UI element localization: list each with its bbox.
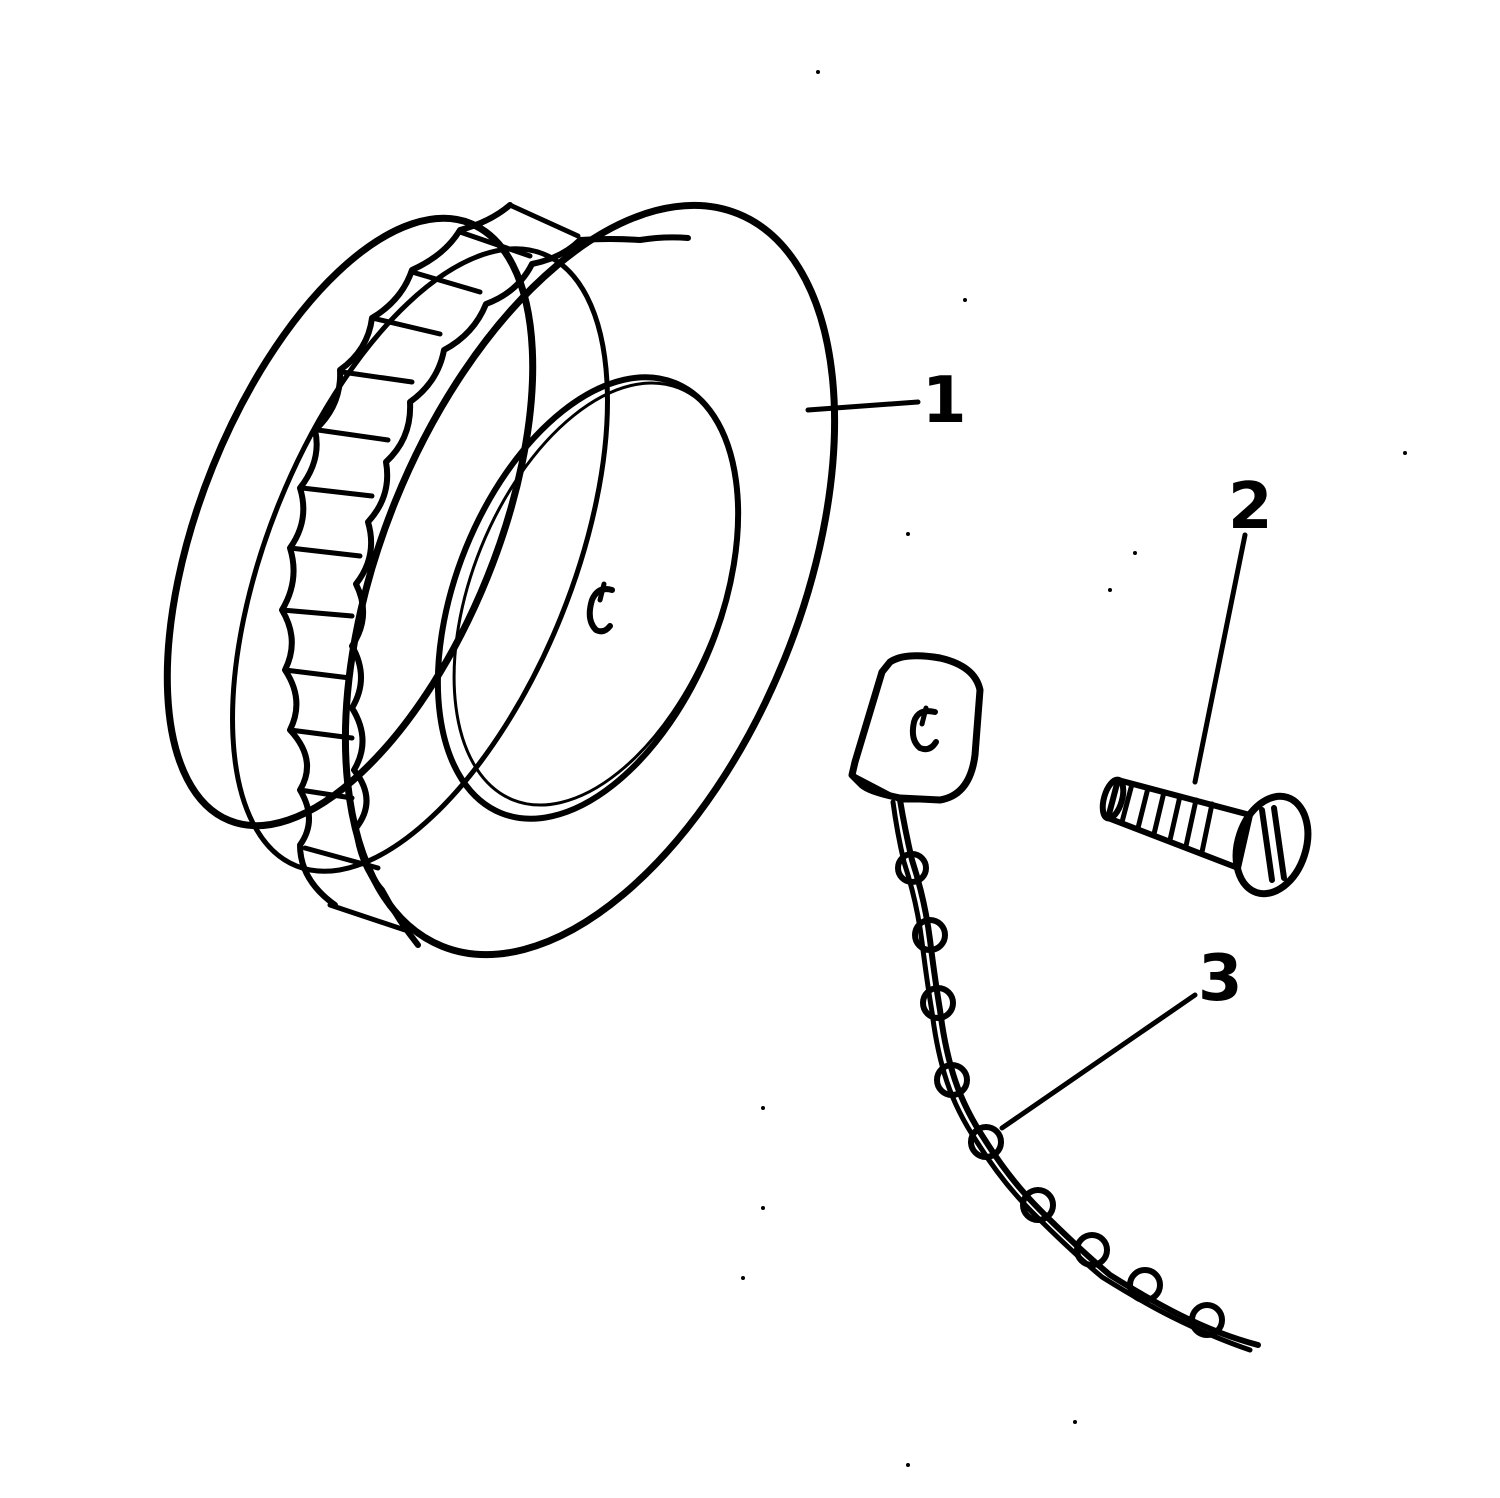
- cap-back-rim: [163, 214, 537, 830]
- knurled-band: [279, 202, 691, 948]
- filler-cap: [163, 201, 839, 959]
- chain-tab-hole: [909, 708, 939, 753]
- screw: [1099, 776, 1312, 898]
- chain-tab: [848, 652, 984, 804]
- tab-and-chain: [848, 652, 1261, 1353]
- leader-lines: [805, 399, 1248, 1131]
- cap-rim-groove: [230, 246, 610, 874]
- callout-1: 1: [922, 364, 967, 438]
- scan-specks: [741, 70, 1407, 1467]
- callout-3: 3: [1198, 942, 1243, 1016]
- cap-inner-disc: [434, 374, 742, 822]
- leader-line-3: [999, 992, 1198, 1131]
- callout-2: 2: [1228, 470, 1273, 544]
- leader-line-2: [1192, 532, 1248, 785]
- cap-front-face: [341, 201, 839, 959]
- cap-inner-disc-edge: [452, 381, 740, 807]
- leader-line-1: [805, 399, 921, 413]
